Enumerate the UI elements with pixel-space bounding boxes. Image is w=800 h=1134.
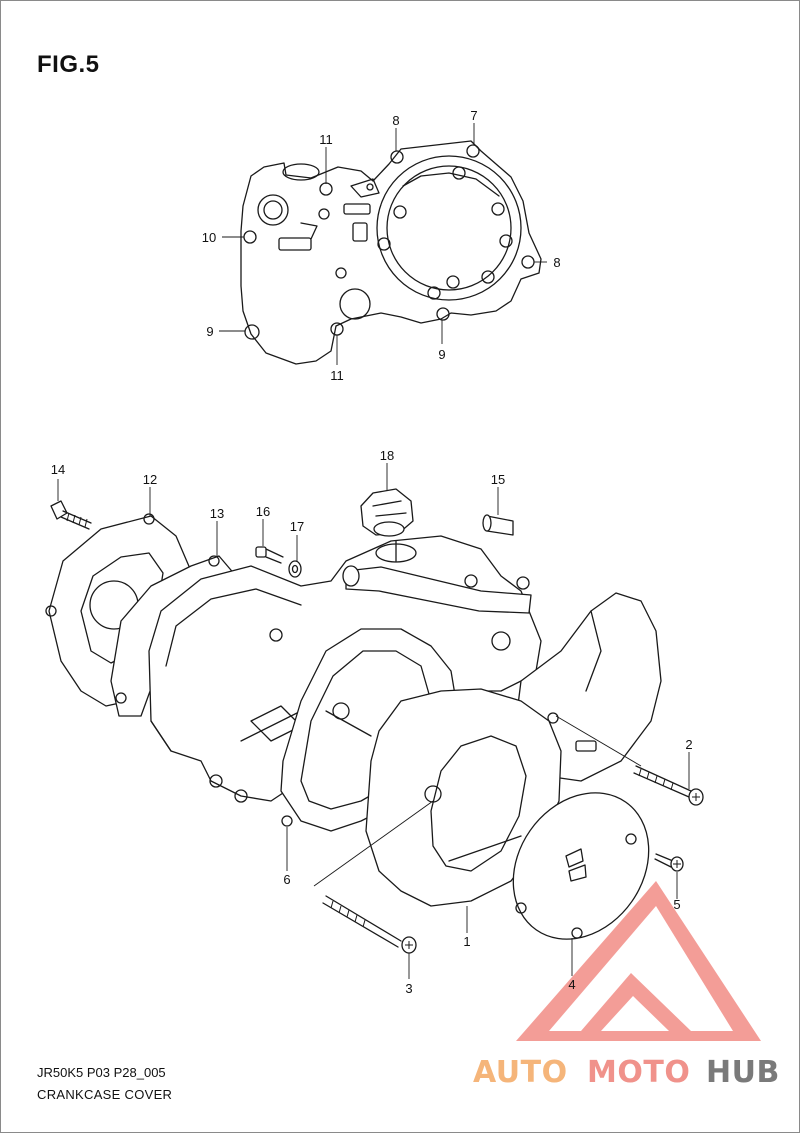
part-14-bolt <box>50 500 92 530</box>
watermark-hub: HUB <box>706 1055 780 1090</box>
callout-8: 8 <box>392 113 399 128</box>
callout-10: 10 <box>202 230 216 245</box>
callout-4: 4 <box>568 977 575 992</box>
watermark-text: AUTO MOTO HUB <box>473 1055 780 1090</box>
callout-7: 7 <box>470 108 477 123</box>
watermark-moto: MOTO <box>587 1055 690 1090</box>
callout-1: 1 <box>463 934 470 949</box>
part-15-dowel <box>482 514 514 536</box>
figure-title: FIG.5 <box>37 51 100 78</box>
callout-15: 15 <box>491 472 505 487</box>
callout-8: 8 <box>553 255 560 270</box>
part-2-bolt <box>633 765 704 806</box>
callout-16: 16 <box>256 504 270 519</box>
callout-11: 11 <box>330 368 344 383</box>
callout-6: 6 <box>283 872 290 887</box>
callout-5: 5 <box>673 897 680 912</box>
callout-3: 3 <box>405 981 412 996</box>
breather-hose <box>342 565 532 614</box>
callout-17: 17 <box>290 519 304 534</box>
drawing-code: JR50K5 P03 P28_005 <box>37 1065 166 1080</box>
callout-18: 18 <box>380 448 394 463</box>
crankcase-half <box>240 140 542 365</box>
part-4-plate <box>512 792 650 940</box>
part-16-bolt <box>255 546 284 564</box>
part-17-washer <box>288 560 302 578</box>
callout-2: 2 <box>685 737 692 752</box>
leader-lines <box>57 123 690 979</box>
callout-11: 11 <box>319 132 333 147</box>
callout-14: 14 <box>51 462 65 477</box>
drawing-name: CRANKCASE COVER <box>37 1087 173 1102</box>
part-5-screw <box>654 853 684 872</box>
callout-9: 9 <box>438 347 445 362</box>
callout-12: 12 <box>143 472 157 487</box>
callout-13: 13 <box>210 506 224 521</box>
part-1-cover <box>365 688 562 907</box>
callout-9: 9 <box>206 324 213 339</box>
watermark-logo <box>516 881 761 1041</box>
part-3-bolt <box>322 895 417 954</box>
part-18-cap <box>360 488 414 537</box>
callout-labels: 11 8 7 8 10 9 11 9 14 12 13 16 17 18 15 … <box>51 108 693 996</box>
watermark-auto: AUTO <box>473 1055 568 1090</box>
